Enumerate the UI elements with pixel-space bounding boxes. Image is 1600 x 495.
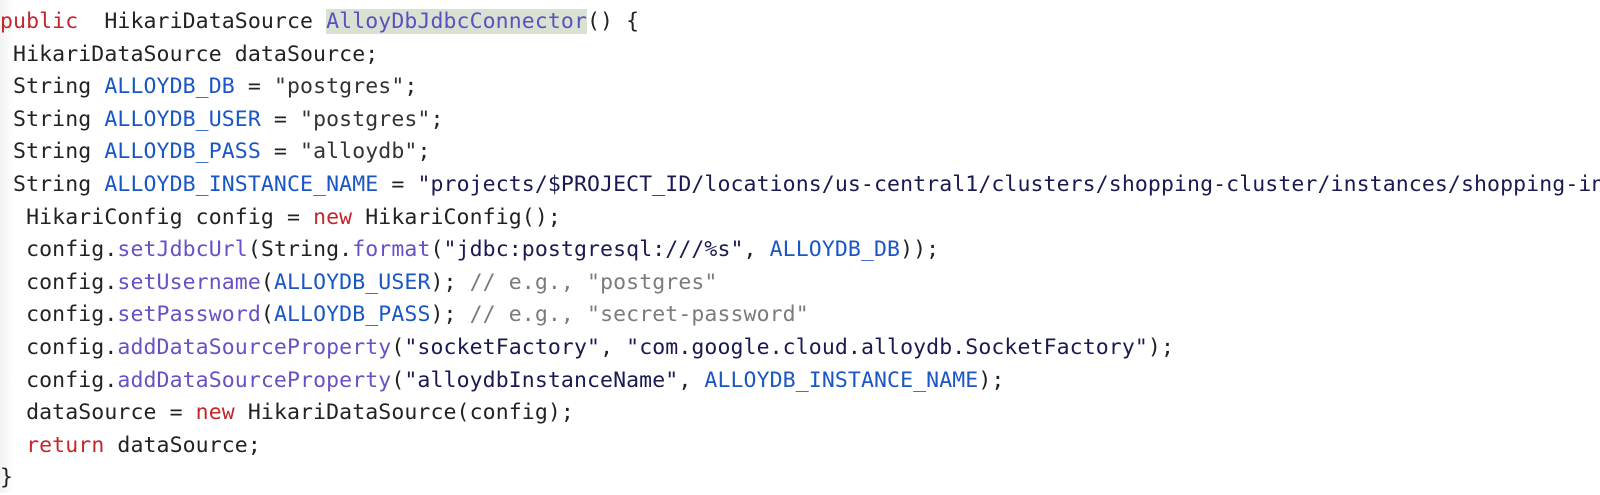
- line-10-object: config.: [0, 302, 118, 328]
- keyword-new-config: new: [313, 204, 353, 230]
- code-line-6: String ALLOYDB_INSTANCE_NAME = "projects…: [0, 169, 1600, 202]
- jdbc-url-string: "jdbc:postgresql:///%s": [443, 237, 744, 263]
- line-1-tail: () {: [587, 9, 640, 34]
- code-line-3: String ALLOYDB_DB = "postgres";: [0, 71, 1600, 104]
- line-8-comma: ,: [743, 237, 770, 263]
- const-alloydb-instance-name: ALLOYDB_INSTANCE_NAME: [104, 171, 379, 197]
- line-9-const-alloydb-user: ALLOYDB_USER: [273, 269, 431, 295]
- keyword-new-datasource: new: [195, 400, 235, 426]
- line-8-open2: (: [430, 237, 444, 263]
- code-line-15: }: [0, 462, 1600, 495]
- method-set-password: setPassword: [117, 302, 261, 328]
- line-1-gap: [78, 9, 104, 34]
- line-12-comma: ,: [678, 367, 705, 393]
- line-9-object: config.: [0, 269, 118, 295]
- line-4-type: String: [0, 106, 105, 132]
- keyword-return: return: [26, 432, 105, 458]
- const-alloydb-user: ALLOYDB_USER: [104, 106, 261, 132]
- line-5-type: String: [0, 139, 105, 165]
- line-4-semicolon: ;: [430, 106, 444, 132]
- line-10-close: );: [430, 302, 470, 328]
- code-line-2: HikariDataSource dataSource;: [0, 39, 1600, 72]
- line-7-post: HikariConfig();: [352, 204, 561, 230]
- line-10-comment: // e.g., "secret-password": [469, 302, 809, 328]
- method-add-data-source-property-socket: addDataSourceProperty: [117, 334, 392, 360]
- instance-name-string: "projects/$PROJECT_ID/locations/us-centr…: [417, 171, 1600, 197]
- line-12-object: config.: [0, 367, 118, 393]
- line-4-assign: =: [260, 106, 301, 132]
- line-9-open: (: [260, 269, 274, 295]
- line-6-assign: =: [378, 171, 418, 197]
- line-12-open: (: [391, 367, 405, 393]
- method-set-jdbc-url: setJdbcUrl: [117, 237, 248, 263]
- line-11-comma: ,: [600, 334, 627, 360]
- keyword-public: public: [0, 9, 79, 34]
- alloydb-instance-name-key-string: "alloydbInstanceName": [404, 367, 679, 393]
- line-8-const-alloydb-db: ALLOYDB_DB: [769, 237, 901, 263]
- line-11-open: (: [391, 334, 405, 360]
- line-3-assign: =: [234, 74, 274, 100]
- line-4-string: "postgres": [300, 106, 431, 132]
- line-10-open: (: [260, 302, 274, 328]
- closing-brace: }: [0, 465, 14, 491]
- code-line-8: config.setJdbcUrl(String.format("jdbc:po…: [0, 234, 1600, 267]
- code-line-5: String ALLOYDB_PASS = "alloydb";: [0, 136, 1600, 169]
- method-set-username: setUsername: [117, 269, 261, 295]
- line-11-object: config.: [0, 334, 118, 360]
- line-8-open: (String.: [247, 237, 353, 263]
- line-14-indent: [0, 433, 26, 458]
- code-line-1: public HikariDataSource AlloyDbJdbcConne…: [0, 6, 1600, 39]
- line-7-pre: HikariConfig config =: [0, 204, 314, 230]
- line-3-semicolon: ;: [404, 74, 418, 100]
- socket-factory-key-string: "socketFactory": [404, 334, 601, 360]
- line-6-type: String: [0, 171, 105, 197]
- constructor-name-highlighted: AlloyDbJdbcConnector: [326, 9, 587, 34]
- line-9-close: );: [430, 269, 470, 295]
- const-alloydb-pass: ALLOYDB_PASS: [104, 139, 261, 165]
- method-format: format: [352, 237, 431, 263]
- line-5-semicolon: ;: [417, 139, 431, 165]
- line-11-end: );: [1147, 334, 1175, 360]
- line-10-const-alloydb-pass: ALLOYDB_PASS: [273, 302, 431, 328]
- line-13-post: HikariDataSource(config);: [234, 400, 574, 426]
- socket-factory-value-string: "com.google.cloud.alloydb.SocketFactory": [626, 334, 1148, 360]
- code-line-9: config.setUsername(ALLOYDB_USER); // e.g…: [0, 267, 1600, 300]
- line-2-text: HikariDataSource dataSource;: [0, 41, 379, 67]
- line-8-object: config.: [0, 237, 118, 263]
- code-line-12: config.addDataSourceProperty("alloydbIns…: [0, 365, 1600, 398]
- line-12-const-alloydb-instance-name: ALLOYDB_INSTANCE_NAME: [704, 367, 979, 393]
- line-3-type: String: [0, 74, 105, 100]
- const-alloydb-db: ALLOYDB_DB: [104, 74, 235, 100]
- code-line-7: HikariConfig config = new HikariConfig()…: [0, 202, 1600, 235]
- line-12-end: );: [978, 367, 1005, 393]
- line-9-comment: // e.g., "postgres": [469, 269, 718, 295]
- line-14-post: dataSource;: [104, 432, 261, 458]
- line-5-string: "alloydb": [300, 139, 418, 165]
- line-5-assign: =: [260, 139, 301, 165]
- code-line-10: config.setPassword(ALLOYDB_PASS); // e.g…: [0, 299, 1600, 332]
- line-8-end: ));: [900, 237, 940, 263]
- method-add-data-source-property-instance: addDataSourceProperty: [117, 367, 392, 393]
- code-line-11: config.addDataSourceProperty("socketFact…: [0, 332, 1600, 365]
- code-line-14: return dataSource;: [0, 430, 1600, 463]
- code-line-4: String ALLOYDB_USER = "postgres";: [0, 104, 1600, 137]
- code-line-13: dataSource = new HikariDataSource(config…: [0, 397, 1600, 430]
- line-1-return-type: HikariDataSource: [104, 9, 327, 34]
- line-13-pre: dataSource =: [0, 400, 196, 426]
- line-3-string: "postgres": [273, 74, 405, 100]
